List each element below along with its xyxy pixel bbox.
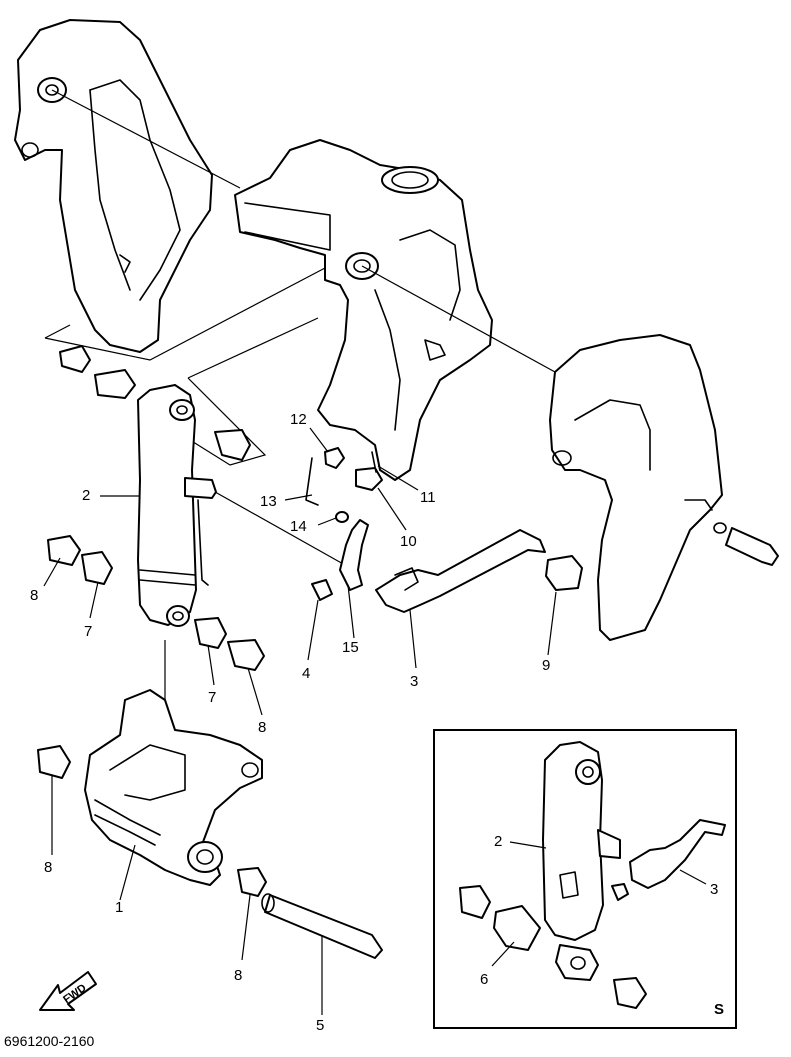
right-clamp-bracket (549, 334, 723, 641)
callout-7b: 7 (208, 689, 216, 706)
washer-14 (335, 511, 349, 523)
small-hardware (305, 447, 383, 523)
swivel-bracket (234, 139, 493, 481)
collar-7a (81, 551, 113, 585)
tilt-cylinder (137, 384, 217, 627)
callout-8d: 8 (234, 967, 242, 984)
drawing-code: 6961200-2160 (4, 1033, 95, 1049)
fwd-arrow: FWD (39, 971, 97, 1011)
pin-11 (371, 451, 377, 473)
inset-arm (611, 819, 726, 901)
callout-8b: 8 (258, 719, 266, 736)
pin-10 (355, 467, 383, 491)
callout-9: 9 (542, 657, 550, 674)
callout-14: 14 (290, 518, 307, 535)
bushings (37, 345, 267, 897)
callout-leaders (43, 427, 557, 1015)
lever-15 (339, 519, 369, 591)
lower-bracket (84, 689, 263, 886)
callouts: 1 2 3 4 5 7 7 8 8 8 8 9 10 11 12 13 14 1… (30, 411, 550, 1034)
assembly-lines (44, 89, 556, 790)
callout-8c: 8 (44, 859, 52, 876)
collar-7b (194, 617, 227, 649)
callout-8a: 8 (30, 587, 38, 604)
callout-7a: 7 (84, 623, 92, 640)
callout-13: 13 (260, 493, 277, 510)
nylon-bushing-upper (59, 345, 91, 373)
nylon-bushing-8c (37, 745, 71, 779)
lever-assembly (311, 519, 546, 613)
callout-11: 11 (420, 489, 436, 506)
callout-10: 10 (400, 533, 417, 550)
nylon-bushing-8b (227, 639, 265, 671)
nut-12 (324, 447, 345, 469)
inset-label-s: S (714, 1001, 724, 1018)
pad-9 (545, 555, 583, 591)
inset-callout-3: 3 (710, 881, 718, 898)
left-clamp-bracket (14, 19, 213, 353)
through-bolt-right (713, 522, 779, 566)
inset-bushings (459, 885, 647, 1009)
inset-leaders (491, 841, 707, 967)
callout-15: 15 (342, 639, 359, 656)
inset-callout-6: 6 (480, 971, 488, 988)
callout-2: 2 (82, 487, 90, 504)
callout-1: 1 (115, 899, 123, 916)
nylon-bushing-8a (47, 535, 81, 566)
nylon-bushing-mid (214, 429, 251, 461)
callout-4: 4 (302, 665, 310, 682)
arm-3 (375, 529, 546, 613)
bushing-upper (94, 369, 136, 399)
inset-cylinder (542, 741, 621, 981)
inset-callout-2: 2 (494, 833, 502, 850)
inset-panel: 2 3 6 S (433, 729, 737, 1029)
callout-12: 12 (290, 411, 307, 428)
callout-3: 3 (410, 673, 418, 690)
bolt-4 (311, 579, 333, 601)
nylon-bushing-8d (237, 867, 267, 897)
callout-5: 5 (316, 1017, 324, 1034)
long-shaft (261, 893, 383, 959)
rod-13 (305, 457, 319, 506)
